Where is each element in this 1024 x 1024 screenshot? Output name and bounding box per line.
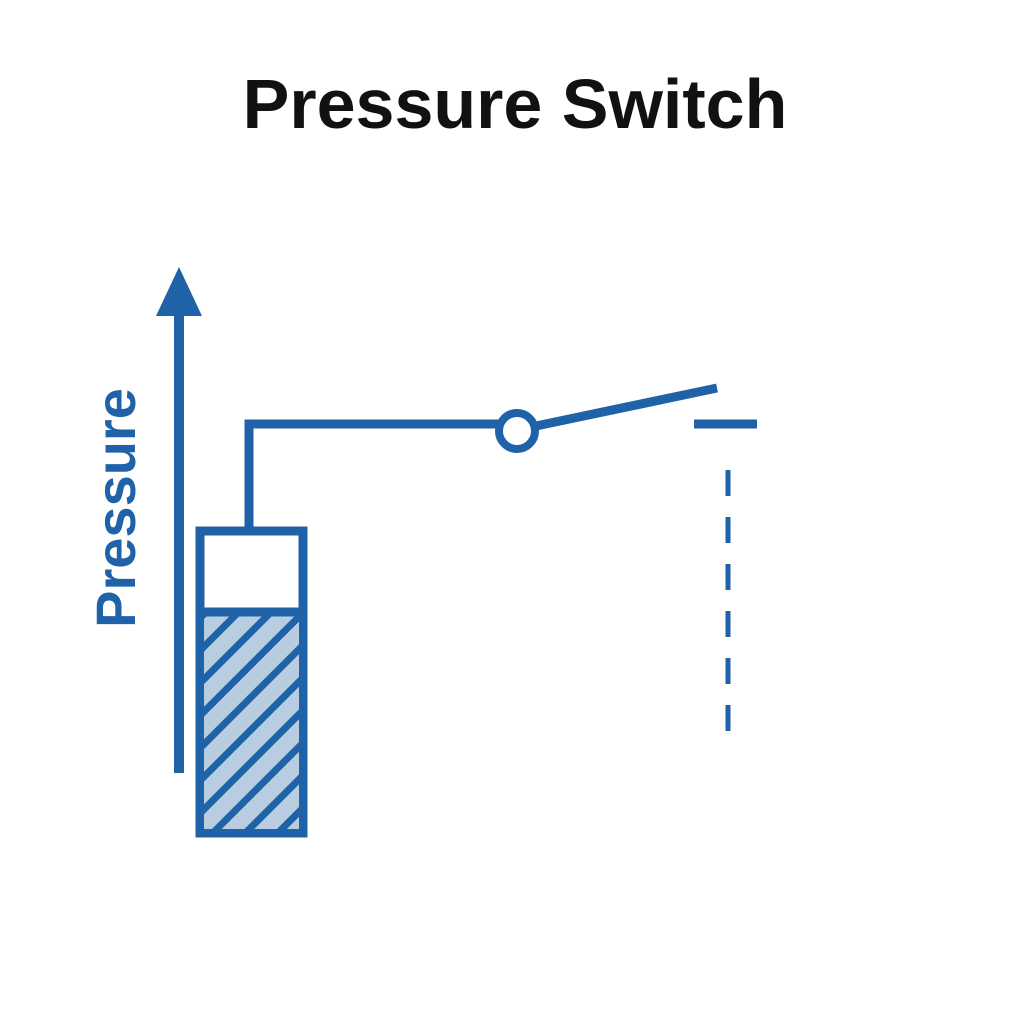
up-arrow-icon [156,267,202,773]
fluid-hatch [204,616,299,829]
pressure-axis-label: Pressure [84,388,147,628]
linkage-rod [244,419,500,527]
pressure-cylinder-icon [195,526,308,838]
switch-lever [535,383,718,431]
diagram-title: Pressure Switch [243,65,788,143]
switch-pivot-icon [495,409,539,453]
